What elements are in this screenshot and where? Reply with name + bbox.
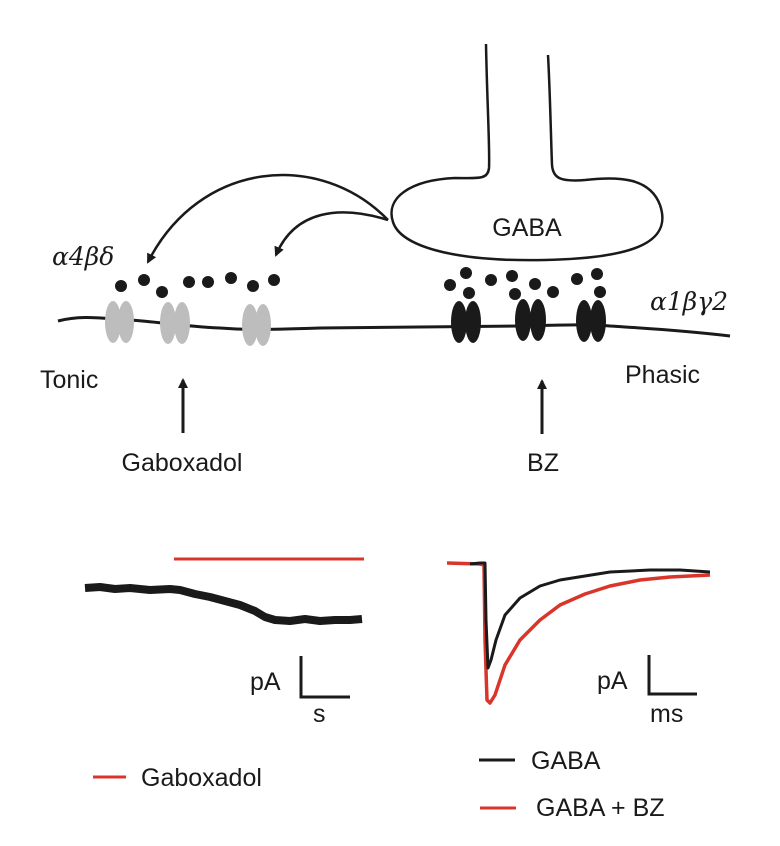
extrasynaptic-receptors (105, 301, 271, 346)
postsynaptic-membrane (57, 315, 731, 338)
phasic-trace-panel: pA ms (446, 561, 711, 728)
receptor (451, 301, 481, 343)
legend-label-gaba-bz: GABA + BZ (536, 794, 665, 822)
phasic-scale-y-label: pA (597, 667, 628, 695)
tonic-trace-panel: pA s (84, 557, 364, 728)
phasic-scale-bar (647, 655, 697, 696)
gaba-molecules-synaptic (444, 267, 606, 300)
bz-label: BZ (527, 449, 559, 477)
phasic-legend: GABA GABA + BZ (479, 747, 665, 822)
legend-label-gaboxadol: Gaboxadol (141, 764, 262, 792)
tonic-legend: Gaboxadol (93, 764, 262, 792)
legend-label-gaba: GABA (531, 747, 601, 775)
synaptic-receptors (451, 299, 606, 343)
terminal-label: GABA (492, 214, 562, 242)
phasic-label: Phasic (625, 361, 700, 389)
receptor (105, 301, 134, 343)
tonic-current-trace (84, 583, 363, 625)
tonic-scale-y-label: pA (250, 668, 281, 696)
gaba-molecules-extrasynaptic (115, 272, 280, 298)
receptor (242, 304, 271, 346)
tonic-label: Tonic (40, 366, 98, 394)
receptor (160, 302, 190, 344)
tonic-scale-bar (299, 656, 350, 699)
phasic-scale-x-label: ms (650, 700, 683, 728)
extrasynaptic-subunit-label: α4βδ (52, 242, 114, 271)
presynaptic-terminal (390, 43, 664, 262)
synaptic-subunit-label: α1βγ2 (650, 287, 728, 316)
tonic-scale-x-label: s (313, 700, 326, 728)
receptor (515, 299, 546, 341)
gaboxadol-label: Gaboxadol (122, 449, 243, 477)
spillover-arrow-far (146, 173, 389, 264)
ipsc-trace-gaba (469, 561, 711, 670)
spillover-arrow-near (274, 211, 389, 257)
receptor (576, 300, 606, 342)
